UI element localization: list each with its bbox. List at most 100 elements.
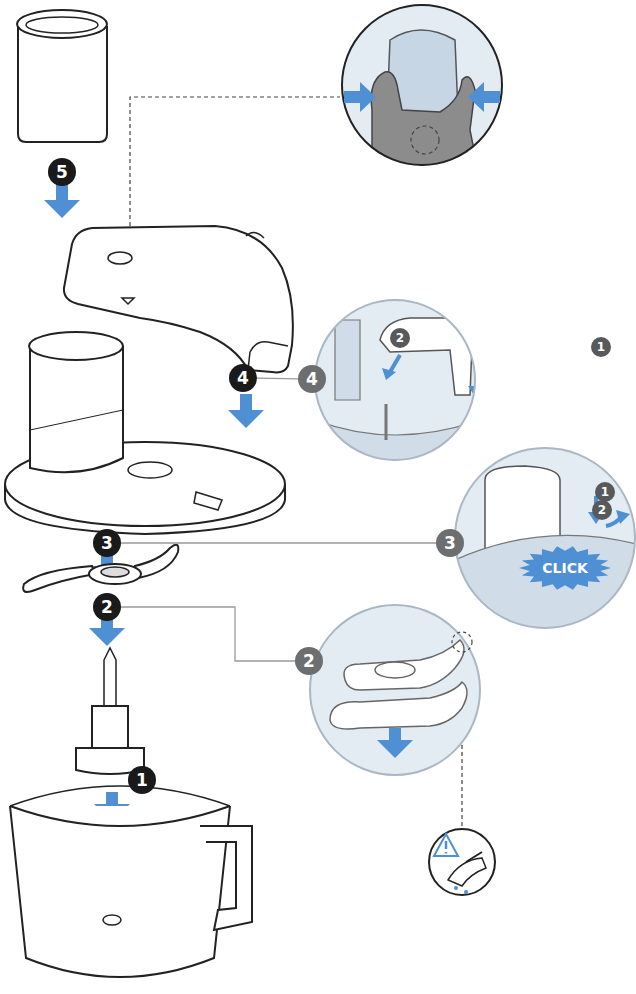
bowl-lid xyxy=(5,332,285,534)
inset-border xyxy=(342,5,502,165)
cover-inset xyxy=(315,300,484,470)
bowl-handle xyxy=(200,826,252,930)
direction-arrow xyxy=(44,184,80,218)
callout-number: 2 xyxy=(101,599,113,616)
sub-step-number: 1 xyxy=(591,337,611,357)
squeeze-arrow xyxy=(344,82,376,112)
warning-mark xyxy=(445,841,448,854)
callout-number: 3 xyxy=(444,535,456,552)
drop xyxy=(454,886,458,890)
direction-arrow xyxy=(228,394,264,428)
detail-step-number: 3 xyxy=(436,529,464,557)
click-burst: CLICK xyxy=(519,546,611,590)
inset-border xyxy=(315,300,475,460)
leader-line xyxy=(257,378,298,380)
warning-symbol xyxy=(429,829,495,895)
alignment-mark xyxy=(122,298,134,304)
detail-step-number: 4 xyxy=(298,365,326,393)
lock-inset xyxy=(455,448,636,640)
lid-latch xyxy=(194,492,222,510)
detail-step-number: 2 xyxy=(295,647,323,675)
step-number: 3 xyxy=(93,529,121,557)
blade-inset xyxy=(310,605,480,775)
blade-cover-detail xyxy=(330,682,467,729)
lid-detail xyxy=(455,535,636,640)
click-text: CLICK xyxy=(542,561,588,575)
circle-fill xyxy=(48,158,76,186)
cover-bump xyxy=(246,232,264,238)
burst-outline xyxy=(519,546,611,589)
callout-number: 2 xyxy=(396,332,404,344)
feed-tube xyxy=(30,346,123,472)
shaft-column xyxy=(92,706,128,748)
dashed-leader xyxy=(130,97,340,240)
callout-number: 1 xyxy=(601,486,609,498)
blade-hub xyxy=(89,564,141,584)
callout-number: 2 xyxy=(598,504,606,516)
pusher-rim xyxy=(17,10,107,38)
circle-fill xyxy=(298,365,326,393)
lid-hole xyxy=(128,462,172,478)
callout-number: 1 xyxy=(136,772,148,789)
pusher-body xyxy=(18,26,107,142)
shaft-detail xyxy=(385,404,388,440)
warning-triangle xyxy=(434,834,458,856)
callout-number: 4 xyxy=(306,371,318,388)
release-button xyxy=(108,252,132,264)
squeeze-arrow xyxy=(468,82,500,112)
motion-arrow xyxy=(390,355,400,372)
inset-border xyxy=(310,605,480,775)
circle-fill xyxy=(591,337,611,357)
tube-detail xyxy=(335,320,360,400)
leader-line xyxy=(121,607,295,661)
food-pusher xyxy=(17,10,107,142)
circle-fill xyxy=(229,364,257,392)
callout-number: 1 xyxy=(597,341,605,353)
bowl-body xyxy=(10,806,230,977)
blade-detail xyxy=(344,640,464,690)
callout-number: 2 xyxy=(303,653,315,670)
bowl xyxy=(10,786,252,977)
circle-fill xyxy=(595,482,615,502)
step-number: 5 xyxy=(48,158,76,186)
step-number: 2 xyxy=(93,593,121,621)
circle-fill xyxy=(295,647,323,675)
circle-fill xyxy=(436,529,464,557)
squeeze-inset xyxy=(342,5,502,170)
callout-number: 4 xyxy=(237,370,249,387)
shaft-tip xyxy=(104,648,116,706)
step-number: 4 xyxy=(229,364,257,392)
callout-number: 5 xyxy=(56,164,68,181)
leader-line xyxy=(121,542,436,543)
blade-hub-hole xyxy=(101,567,129,577)
callout-number: 3 xyxy=(101,535,113,552)
blade-edge xyxy=(466,852,482,862)
dashed-highlight xyxy=(411,126,439,154)
bowl-rim xyxy=(10,786,230,806)
sub-step-number: 2 xyxy=(390,328,410,348)
circle-fill xyxy=(390,328,410,348)
motion-arrow-head xyxy=(382,368,396,380)
bowl-rim xyxy=(10,806,230,826)
motion-arrow-head xyxy=(616,510,630,524)
blade-arm xyxy=(23,566,95,592)
circle-fill xyxy=(93,529,121,557)
circle-fill xyxy=(93,593,121,621)
feed-tube-line xyxy=(30,410,123,430)
inset-border xyxy=(455,448,635,628)
inset-circle xyxy=(310,605,480,775)
direction-arrow xyxy=(377,728,413,758)
drive-shaft xyxy=(76,648,144,774)
dashed-highlight xyxy=(452,632,472,652)
drop xyxy=(464,890,468,894)
bowl-spindle xyxy=(103,915,121,925)
cover-edge xyxy=(248,342,288,370)
feed-tube-opening xyxy=(29,332,123,360)
circle-fill xyxy=(592,500,612,520)
warning-circle xyxy=(429,829,495,895)
circle-fill xyxy=(128,766,156,794)
pusher-opening xyxy=(26,17,98,33)
